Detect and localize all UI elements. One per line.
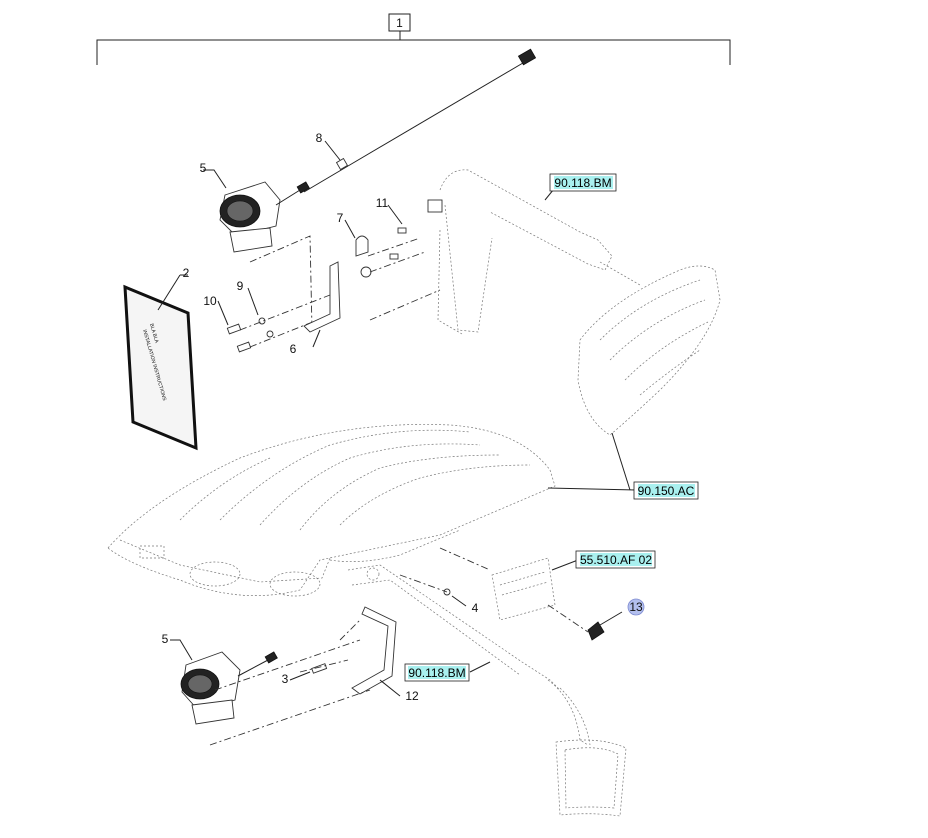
callout-4: 4 xyxy=(472,601,479,615)
callout-numbers: 2 3 4 5 5 6 7 8 9 10 11 12 13 xyxy=(162,131,645,703)
manual-cover-text-1: BLA BLA xyxy=(148,323,159,345)
mirror-arm-upper xyxy=(427,169,641,335)
control-panel xyxy=(439,547,579,621)
callout-7: 7 xyxy=(337,211,344,225)
reference-label-4[interactable]: 90.118.BM xyxy=(404,663,470,682)
callout-11: 11 xyxy=(376,196,389,210)
fastener-four xyxy=(399,574,467,607)
connector-part xyxy=(547,604,623,641)
cab-roof-detail xyxy=(577,265,721,491)
callout-6: 6 xyxy=(290,342,297,356)
callout-2: 2 xyxy=(183,266,190,280)
ref-90-150-ac: 90.150.AC xyxy=(638,484,695,498)
reference-label-3[interactable]: 55.510.AF 02 xyxy=(575,550,656,569)
assembly-number: 1 xyxy=(396,16,403,30)
callout-12: 12 xyxy=(405,689,419,703)
callout-5-upper: 5 xyxy=(200,161,207,175)
callout-13: 13 xyxy=(629,600,643,614)
reference-label-2[interactable]: 90.150.AC xyxy=(633,481,699,500)
callout-9: 9 xyxy=(237,279,244,293)
callout-5-lower: 5 xyxy=(162,632,169,646)
lower-work-lamp xyxy=(170,639,371,746)
assembly-bracket: 1 xyxy=(96,13,731,65)
reference-label-1[interactable]: 90.118.BM xyxy=(549,173,617,192)
callout-3: 3 xyxy=(282,672,289,686)
callout-13-highlight xyxy=(627,598,645,616)
lamp-bracket-lower xyxy=(339,606,401,697)
callout-10: 10 xyxy=(203,294,217,308)
mirror-arm-lower xyxy=(347,564,627,817)
clamp-and-bolts xyxy=(344,204,441,321)
lamp-bracket-upper xyxy=(303,261,341,348)
ref-90-118-bm-upper: 90.118.BM xyxy=(554,176,611,190)
wiring-harness xyxy=(303,48,537,193)
fasteners-left xyxy=(217,287,331,353)
roof-panel xyxy=(107,424,637,597)
ref-90-118-bm-lower: 90.118.BM xyxy=(408,666,465,680)
callout-8: 8 xyxy=(316,131,323,145)
installation-manual: BLA BLA INSTALLATION INSTRUCTIONS xyxy=(123,274,198,451)
upper-work-lamp xyxy=(203,169,313,331)
ref-55-510-af-02: 55.510.AF 02 xyxy=(580,553,652,567)
